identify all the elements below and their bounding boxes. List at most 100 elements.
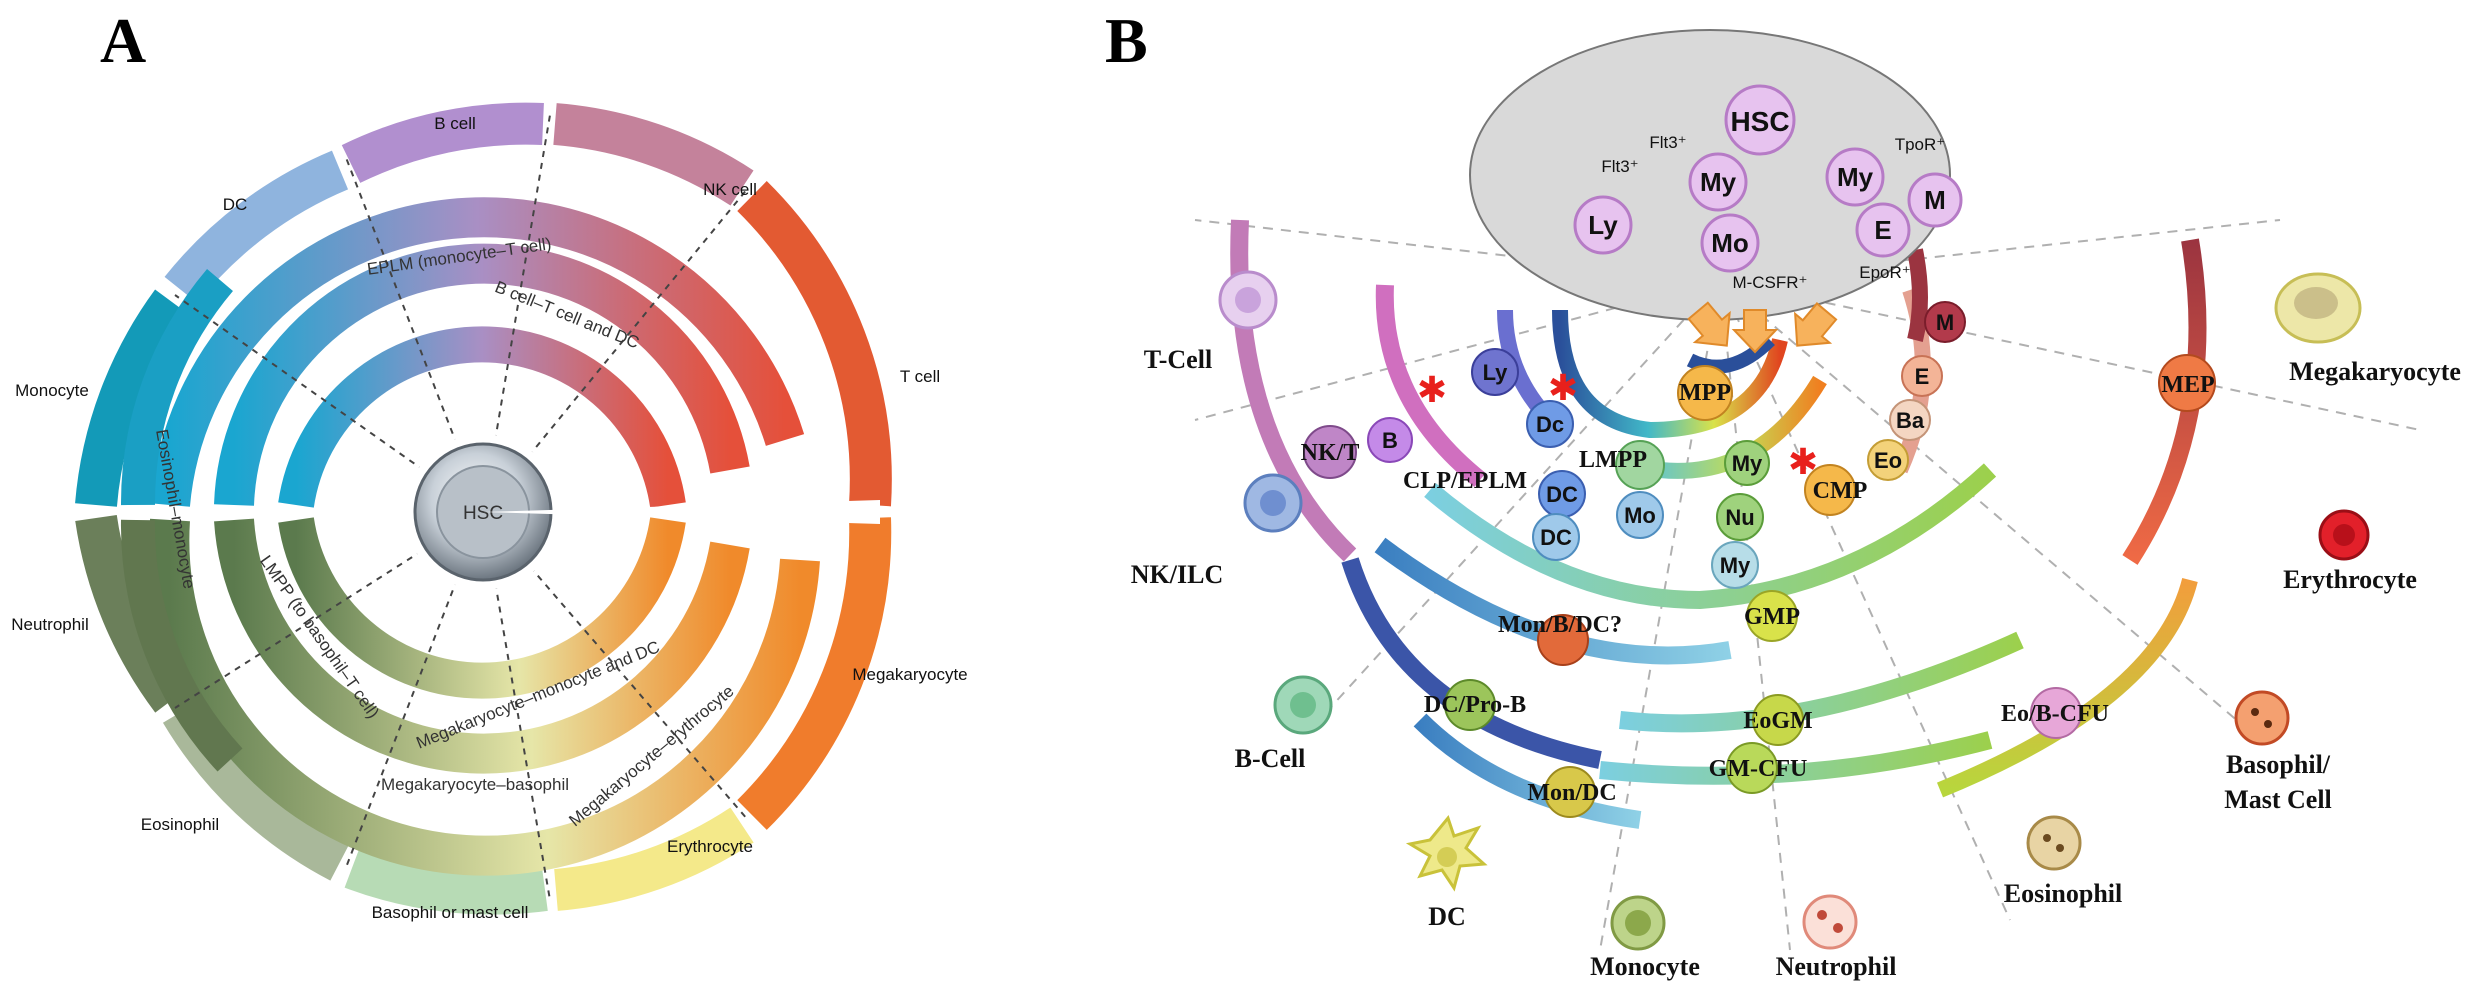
- arc-clp: [1375, 284, 1486, 488]
- label-dc: DC: [223, 195, 248, 214]
- panel-a-letter: A: [100, 5, 146, 76]
- cell-label-erythrocyte: Erythrocyte: [2283, 565, 2417, 594]
- label-basophil: Basophil or mast cell: [372, 903, 529, 922]
- outer-arc-monocyte: [75, 289, 190, 507]
- label-erythrocyte: Erythrocyte: [667, 837, 753, 856]
- outer-arc-nk-cell: [553, 103, 754, 206]
- star-clp: ✱: [1417, 370, 1447, 411]
- stage-mon-b-dc: Mon/B/DC?: [1498, 612, 1622, 638]
- node-m: M: [1936, 310, 1954, 335]
- ring-eos-mono: [120, 519, 243, 772]
- cell-label-basophil-1: Basophil/: [2226, 750, 2331, 779]
- ring-mk-mono-dc: [278, 517, 686, 699]
- stage-gmp: GMP: [1744, 604, 1800, 630]
- arc-gmcfu: [1599, 731, 1993, 785]
- hsc-arrows: [1687, 301, 1838, 354]
- arc-eogm: [1619, 631, 2024, 733]
- node-b: B: [1382, 428, 1398, 453]
- outer-arc-megakaryocyte: [737, 517, 892, 830]
- hsc-box-epor: EpoR⁺: [1859, 263, 1911, 282]
- stage-dc-prob: DC/Pro-B: [1424, 692, 1526, 718]
- eosinophil-icon: [2026, 815, 2082, 871]
- stage-cmp: CMP: [1813, 478, 1868, 504]
- outer-arc-dc: [164, 150, 349, 304]
- arc-mpp: [1552, 309, 1788, 439]
- arc-mon-dc: [1413, 713, 1642, 829]
- hsc-label: HSC: [463, 503, 503, 524]
- cell-label-neutrophil: Neutrophil: [1776, 952, 1897, 981]
- hsc-box-my2: My: [1837, 162, 1874, 192]
- ring-b-t-dc: [214, 243, 750, 506]
- arc-gmp: [1424, 463, 1997, 610]
- arc-eob: [1936, 577, 2198, 798]
- cell-label-nkilc: NK/ILC: [1131, 560, 1223, 589]
- cell-label-tcell: T-Cell: [1144, 345, 1212, 374]
- stage-gmcfu: GM-CFU: [1709, 756, 1808, 782]
- node-ly: Ly: [1483, 360, 1509, 385]
- hsc-box-e: E: [1874, 215, 1891, 245]
- outer-arc-basophil: [344, 848, 548, 915]
- ring-mk-ery: [214, 518, 750, 774]
- outer-arc-erythrocyte: [553, 807, 754, 911]
- node-dc2: DC: [1546, 482, 1578, 507]
- ring-inner-upper: [278, 326, 686, 508]
- cell-label-dc: DC: [1428, 902, 1466, 931]
- cell-label-megakaryocyte: Megakaryocyte: [2289, 357, 2461, 386]
- stage-clp: CLP/EPLM: [1403, 468, 1527, 494]
- node-ba: Ba: [1896, 408, 1925, 433]
- hsc-box-mo: Mo: [1711, 228, 1749, 258]
- hsc-box-flt3-1: Flt3⁺: [1601, 157, 1638, 176]
- stage-mon-dc: Mon/DC: [1527, 780, 1616, 806]
- cell-label-bcell: B-Cell: [1235, 744, 1306, 773]
- stage-mep: MEP: [2161, 372, 2214, 398]
- node-my2: My: [1720, 553, 1751, 578]
- label-mk-baso: Megakaryocyte–basophil: [381, 775, 569, 794]
- panel-b-diagram: HSC Ly My My Mo E M Flt3⁺ Flt3⁺ TpoR⁺ Ep…: [1131, 29, 2461, 981]
- label-eosinophil: Eosinophil: [141, 815, 219, 834]
- cell-label-eosinophil: Eosinophil: [2004, 879, 2123, 908]
- node-my1: My: [1732, 451, 1763, 476]
- hsc-box-flt3-2: Flt3⁺: [1649, 133, 1686, 152]
- hsc-box-tpor: TpoR⁺: [1895, 135, 1946, 154]
- label-b-cell: B cell: [434, 114, 476, 133]
- stage-eogm: EoGM: [1743, 708, 1812, 734]
- progenitor-nodes: Ly Dc MPP M E Ba Eo B My DC DC Mo: [1303, 301, 2216, 818]
- cell-label-monocyte: Monocyte: [1590, 952, 1700, 981]
- hsc-box-hsc: HSC: [1730, 106, 1789, 137]
- node-eo: Eo: [1874, 448, 1902, 473]
- node-dc1: Dc: [1536, 412, 1564, 437]
- cell-icons: [1218, 270, 2370, 951]
- node-mpp-label: MPP: [1679, 380, 1731, 406]
- ring-mono-band: [120, 269, 234, 506]
- hsc-box-my1: My: [1700, 167, 1737, 197]
- ring-eplm: [150, 197, 805, 507]
- panel-b-letter: B: [1105, 5, 1148, 76]
- node-mo: Mo: [1624, 503, 1656, 528]
- stage-nkt: NK/T: [1301, 440, 1360, 466]
- stage-lmpp: LMPP: [1579, 447, 1647, 473]
- panel-a-diagram: HSC B cell NK cell T cell DC Monocyte Ne…: [11, 102, 968, 922]
- stage-eob-cfu: Eo/B-CFU: [2001, 701, 2109, 727]
- hsc-box-m: M: [1924, 185, 1946, 215]
- hsc-box-cells: HSC Ly My My Mo E M Flt3⁺ Flt3⁺ TpoR⁺ Ep…: [1573, 84, 1963, 292]
- star-lmpp: ✱: [1548, 368, 1578, 409]
- outer-arc-b-cell: [341, 102, 544, 183]
- label-neutrophil: Neutrophil: [11, 615, 89, 634]
- neutrophil-icon: [1802, 894, 1858, 950]
- label-monocyte: Monocyte: [15, 381, 89, 400]
- hsc-box-mcsfr: M-CSFR⁺: [1732, 273, 1807, 292]
- arc-dc-prob: [1341, 557, 1602, 769]
- star-cmp: ✱: [1788, 442, 1818, 483]
- node-e: E: [1915, 364, 1930, 389]
- outer-arc-t-cell: [737, 181, 892, 507]
- node-dc3: DC: [1540, 525, 1572, 550]
- label-nk-cell: NK cell: [703, 180, 757, 199]
- ring-lmpp: [149, 518, 820, 876]
- label-t-cell: T cell: [900, 367, 940, 386]
- cell-label-basophil-2: Mast Cell: [2224, 785, 2332, 814]
- label-megakaryocyte: Megakaryocyte: [852, 665, 967, 684]
- node-nu: Nu: [1725, 505, 1754, 530]
- hsc-box-ly: Ly: [1588, 210, 1618, 240]
- basophil-icon: [2234, 690, 2290, 746]
